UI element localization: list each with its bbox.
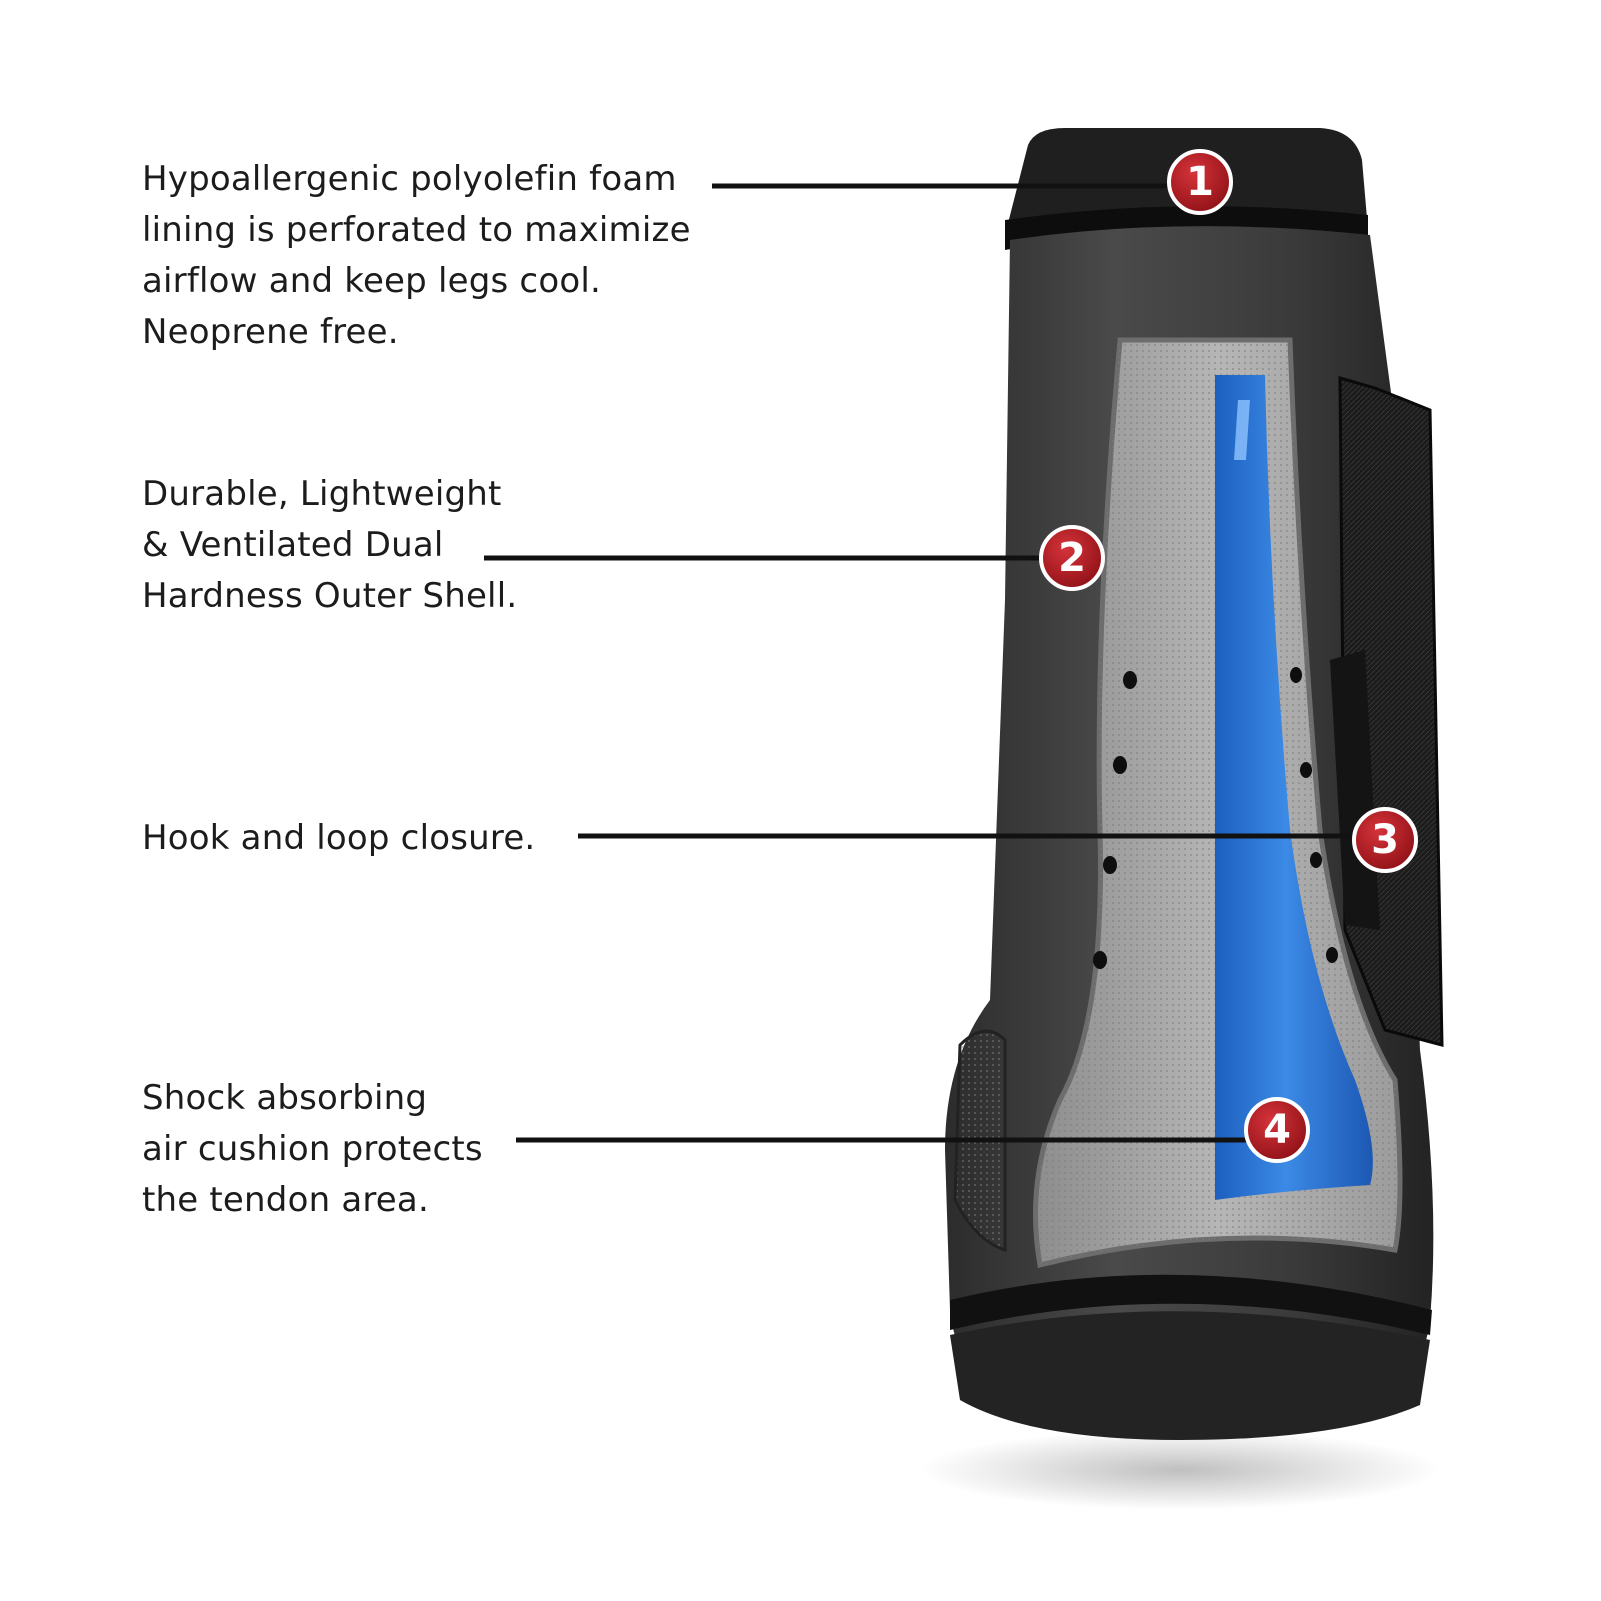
marker-1-number: 1: [1186, 159, 1214, 205]
callout-2-line: Hardness Outer Shell.: [142, 576, 518, 616]
callout-4-line: air cushion protects: [142, 1129, 483, 1169]
marker-4-number: 4: [1263, 1107, 1291, 1153]
callout-1-line: Hypoallergenic polyolefin foam: [142, 159, 677, 199]
marker-2-number: 2: [1058, 535, 1086, 581]
callout-2-text: Durable, Lightweight & Ventilated Dual H…: [142, 469, 517, 622]
marker-2: 2: [1039, 525, 1105, 591]
callout-1-line: Neoprene free.: [142, 312, 399, 352]
air-cushion: [1215, 375, 1373, 1200]
marker-4: 4: [1244, 1097, 1310, 1163]
ventilation-holes: [1093, 667, 1338, 969]
callout-4-line: the tendon area.: [142, 1180, 429, 1220]
marker-3-number: 3: [1371, 817, 1399, 863]
callout-3-text: Hook and loop closure.: [142, 813, 535, 864]
leader-lines: [484, 183, 1380, 1143]
callout-4-line: Shock absorbing: [142, 1078, 428, 1118]
bottom-lining: [950, 1311, 1430, 1440]
callout-2-line: Durable, Lightweight: [142, 474, 502, 514]
callout-4-text: Shock absorbing air cushion protects the…: [142, 1073, 483, 1226]
boot-shadow: [920, 1430, 1440, 1510]
callout-3-line: Hook and loop closure.: [142, 818, 536, 858]
marker-3: 3: [1352, 807, 1418, 873]
callout-1-text: Hypoallergenic polyolefin foam lining is…: [142, 154, 691, 358]
callout-2-line: & Ventilated Dual: [142, 525, 444, 565]
shell-bottom-lip: [950, 1274, 1432, 1335]
air-cushion-highlight: [1234, 400, 1250, 460]
callout-1-line: airflow and keep legs cool.: [142, 261, 601, 301]
marker-1: 1: [1167, 149, 1233, 215]
callout-1-line: lining is perforated to maximize: [142, 210, 691, 250]
